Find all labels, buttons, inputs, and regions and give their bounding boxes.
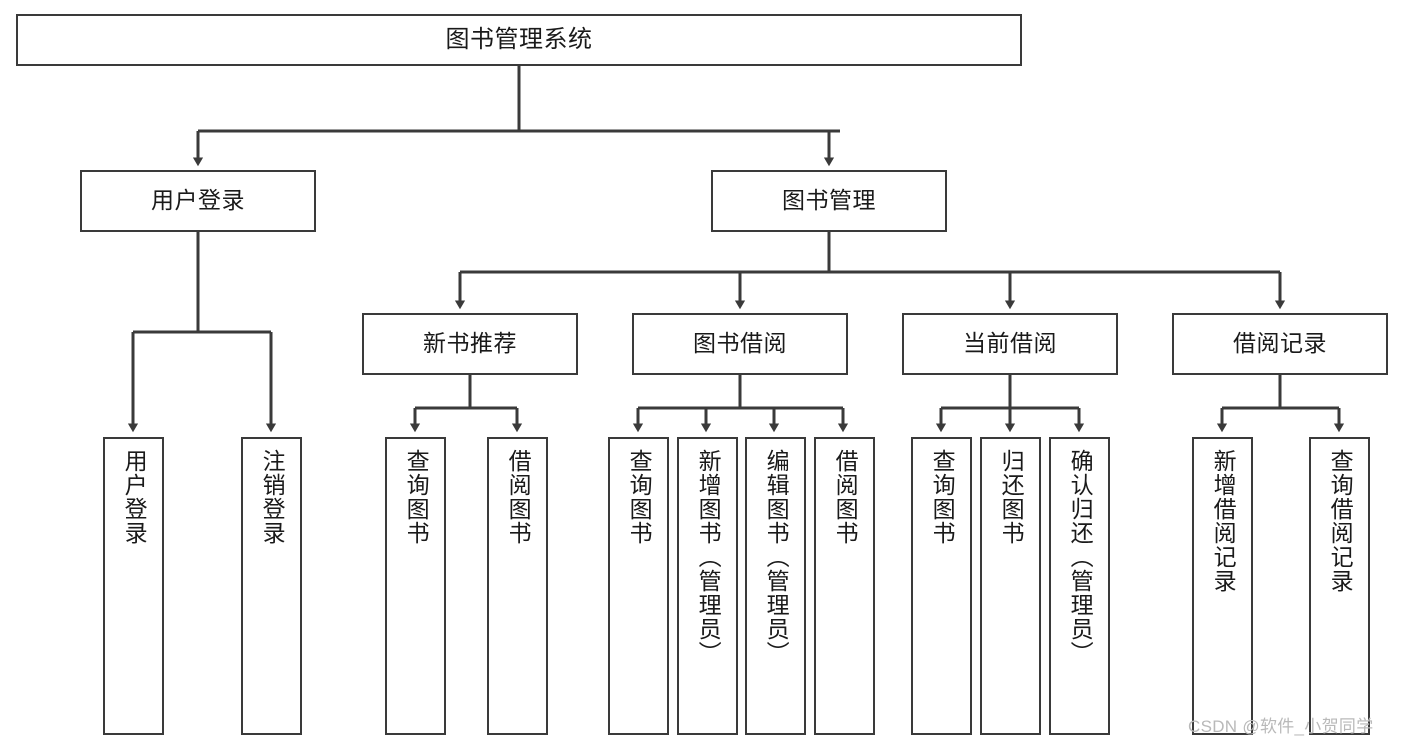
node-root-book-management-system[interactable]: 图书管理系统 xyxy=(16,14,1022,66)
leaf-borrow-book-recommend[interactable]: 借阅图书 xyxy=(487,437,548,735)
csdn-watermark: CSDN @软件_小贺同学 xyxy=(1188,717,1374,736)
leaf-add-borrow-record[interactable]: 新增借阅记录 xyxy=(1192,437,1253,735)
node-label: 归还图书 xyxy=(998,449,1025,545)
node-current-borrow[interactable]: 当前借阅 xyxy=(902,313,1118,375)
node-label: 确认归还（管理员） xyxy=(1067,449,1094,665)
node-label: 当前借阅 xyxy=(963,330,1057,357)
node-label: 查询图书 xyxy=(929,449,956,545)
leaf-logout[interactable]: 注销登录 xyxy=(241,437,302,735)
leaf-query-book-borrow[interactable]: 查询图书 xyxy=(608,437,669,735)
node-label: 图书借阅 xyxy=(693,330,787,357)
node-label: 借阅图书 xyxy=(505,449,532,545)
leaf-edit-book-admin[interactable]: 编辑图书（管理员） xyxy=(745,437,806,735)
node-label: 借阅图书 xyxy=(832,449,859,545)
node-book-borrow[interactable]: 图书借阅 xyxy=(632,313,848,375)
node-label: 查询图书 xyxy=(626,449,653,545)
node-label: 图书管理 xyxy=(782,187,876,214)
node-label: 用户登录 xyxy=(121,449,148,545)
node-label: 新增借阅记录 xyxy=(1210,449,1237,593)
leaf-user-login[interactable]: 用户登录 xyxy=(103,437,164,735)
leaf-query-book-current[interactable]: 查询图书 xyxy=(911,437,972,735)
node-label: 用户登录 xyxy=(151,187,245,214)
node-borrow-records[interactable]: 借阅记录 xyxy=(1172,313,1388,375)
node-book-management[interactable]: 图书管理 xyxy=(711,170,947,232)
node-label: 查询借阅记录 xyxy=(1327,449,1354,593)
node-label: 图书管理系统 xyxy=(445,25,593,53)
node-user-login[interactable]: 用户登录 xyxy=(80,170,316,232)
node-label: 新书推荐 xyxy=(423,330,517,357)
leaf-borrow-book[interactable]: 借阅图书 xyxy=(814,437,875,735)
leaf-query-borrow-record[interactable]: 查询借阅记录 xyxy=(1309,437,1370,735)
leaf-query-book-recommend[interactable]: 查询图书 xyxy=(385,437,446,735)
leaf-confirm-return-admin[interactable]: 确认归还（管理员） xyxy=(1049,437,1110,735)
leaf-add-book-admin[interactable]: 新增图书（管理员） xyxy=(677,437,738,735)
leaf-return-book[interactable]: 归还图书 xyxy=(980,437,1041,735)
node-label: 注销登录 xyxy=(259,449,286,545)
node-label: 查询图书 xyxy=(403,449,430,545)
node-label: 借阅记录 xyxy=(1233,330,1327,357)
node-new-book-recommend[interactable]: 新书推荐 xyxy=(362,313,578,375)
node-label: 编辑图书（管理员） xyxy=(763,449,790,665)
node-label: 新增图书（管理员） xyxy=(695,449,722,665)
